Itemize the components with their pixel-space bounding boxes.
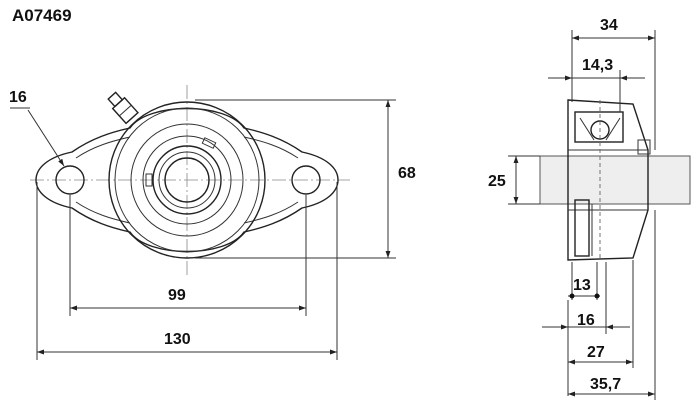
housing-ring-3 xyxy=(130,123,244,237)
part-number: A07469 xyxy=(12,6,72,25)
dim-35-7-label: 35,7 xyxy=(590,376,621,393)
set-screw-top xyxy=(201,137,217,149)
flange-inner-edge xyxy=(75,136,299,224)
housing-ring-2 xyxy=(114,107,260,253)
right-mounting-hole xyxy=(291,165,321,195)
front-view xyxy=(30,85,350,275)
set-screw-left xyxy=(145,173,153,187)
dim-68-label: 68 xyxy=(398,165,416,182)
dim-16-side-label: 16 xyxy=(577,312,595,329)
bearing-ring xyxy=(142,135,232,225)
inner-ring-2 xyxy=(158,151,216,209)
grease-nipple xyxy=(107,91,139,125)
dim-13-dot-right xyxy=(594,293,600,299)
dim-99-label: 99 xyxy=(168,287,186,304)
shaft xyxy=(539,155,691,205)
dim-27-label: 27 xyxy=(587,344,605,361)
housing-outer-ring xyxy=(108,101,266,259)
dim-14-3-label: 14,3 xyxy=(582,57,613,74)
dim-34-label: 34 xyxy=(600,17,618,34)
dim-130-label: 130 xyxy=(164,331,191,348)
left-mounting-hole xyxy=(55,165,85,195)
bore xyxy=(164,157,210,203)
front-dimensions: 16 68 99 130 xyxy=(9,89,416,360)
race-line-1 xyxy=(579,117,595,141)
bearing-section-top xyxy=(574,111,624,143)
dim-13-dot-left xyxy=(569,293,575,299)
side-set-screw xyxy=(637,139,651,155)
dim-25-label: 25 xyxy=(488,173,506,190)
race-line-2 xyxy=(605,117,621,141)
inner-ring xyxy=(152,145,222,215)
side-view xyxy=(539,99,691,261)
dim-16-leader xyxy=(27,109,65,167)
dim-16-left-label: 16 xyxy=(9,89,27,106)
dim-13-label: 13 xyxy=(573,277,591,294)
side-dimensions: 34 14,3 25 13 16 27 35,7 xyxy=(488,17,656,400)
locking-collar xyxy=(574,199,590,257)
